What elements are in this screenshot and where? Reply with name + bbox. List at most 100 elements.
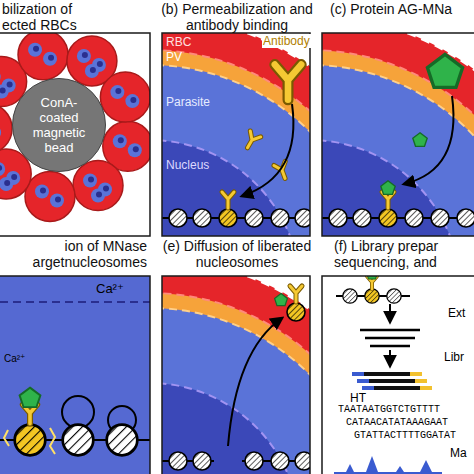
library-fragment <box>369 379 415 383</box>
cell-layers-panel-e <box>271 452 289 470</box>
library-fragment <box>415 379 427 383</box>
infected-rbc <box>0 162 5 176</box>
panel-title: (c) Protein AG-MNa <box>330 1 474 17</box>
cell-layers-panel-c <box>427 54 462 87</box>
infected-rbc <box>118 137 124 143</box>
mnase-activation-nucleus <box>15 425 46 456</box>
infected-rbc <box>130 97 136 103</box>
infected-rbc <box>0 84 9 98</box>
infected-rbc <box>100 72 150 122</box>
library-fragment <box>357 379 369 383</box>
infected-rbc <box>0 104 12 154</box>
cell-layers-panel-b <box>295 209 310 227</box>
infected-rbc <box>88 177 94 183</box>
sequence-read: GTATTACTTTTGGATAT <box>354 430 456 442</box>
sequence-read: CATAACATATAAAGAAT <box>346 417 448 429</box>
infected-rbc <box>90 67 96 73</box>
mnase-activation-nucleus <box>62 396 94 428</box>
cell-layers-panel-c <box>379 209 397 227</box>
cell-layers-panel-b <box>162 33 310 236</box>
infected-rbc <box>0 69 1 83</box>
infected-rbc <box>28 43 42 57</box>
infected-rbc <box>7 81 13 87</box>
cell-layers-panel-e <box>287 303 305 321</box>
infected-rbc <box>55 196 61 202</box>
infected-rbc <box>50 193 64 207</box>
panel-title: (e) Diffusion of liberated nucleosomes <box>162 238 312 270</box>
cell-layers-panel-b <box>219 209 237 227</box>
cell-layers-panel-e <box>245 452 263 470</box>
bead-label: ConA- coated magnetic bead <box>20 95 98 155</box>
mnase-activation-nucleus <box>107 425 138 456</box>
panel-title: bilization of ected RBCs <box>2 1 106 33</box>
infected-rbc <box>91 189 105 203</box>
infected-rbc <box>0 177 13 191</box>
library-fragment <box>410 372 422 376</box>
panel-title: (b) Permeabilization and antibody bindin… <box>152 1 322 33</box>
panel-e: (e) Diffusion of liberated nucleosomes <box>152 238 322 474</box>
part-label: Ma <box>450 446 467 460</box>
cell-layers-panel-b <box>275 65 301 100</box>
library-fragment <box>364 372 410 376</box>
infected-rbc <box>97 61 103 67</box>
infected-rbc <box>125 94 139 108</box>
part-label: Ca²⁺ <box>96 282 124 296</box>
cell-layers-panel-c <box>322 33 474 236</box>
cell-layers-panel-e <box>275 294 288 306</box>
infected-rbc <box>25 171 75 221</box>
panel-frame <box>162 33 310 236</box>
infected-rbc <box>115 88 121 94</box>
panel-frame <box>322 276 474 474</box>
mnase-activation-nucleus <box>20 388 41 408</box>
cell-layers-panel-b <box>162 33 310 236</box>
mnase-activation-nucleus <box>4 430 9 446</box>
infected-rbc <box>18 33 68 80</box>
panel-frame <box>0 33 150 236</box>
infected-rbc <box>48 55 54 61</box>
cell-layers-panel-c <box>322 33 474 236</box>
library-sequencing-panel <box>343 289 357 303</box>
infected-rbc <box>40 187 46 193</box>
sequence-read: TAATAATGGTCTGTTTT <box>338 404 440 416</box>
library-sequencing-panel <box>360 330 420 346</box>
infected-rbc <box>33 46 39 52</box>
cell-layers-panel-e <box>169 452 187 470</box>
cell-layers-panel-b <box>245 209 263 227</box>
library-fragment <box>374 386 420 390</box>
infected-rbc <box>113 134 127 148</box>
infected-rbc <box>11 174 17 180</box>
infected-rbc <box>83 174 97 188</box>
cell-layers-panel-c <box>381 181 395 195</box>
part-label: Libr <box>444 350 464 364</box>
part-label: PV <box>166 50 182 64</box>
infected-rbc <box>43 52 57 66</box>
infected-rbc-cluster <box>0 33 150 221</box>
magnetic-bead: ConA- coated magnetic bead <box>12 78 106 172</box>
library-sequencing-panel <box>322 276 474 474</box>
library-sequencing-panel <box>387 289 401 303</box>
panel-title: (f) Library prepar sequencing, and <box>334 238 472 270</box>
infected-rbc <box>96 192 102 198</box>
part-label: Nucleus <box>166 158 209 172</box>
infected-rbc <box>0 87 6 93</box>
panel-frame <box>0 276 150 474</box>
cell-layers-panel-c <box>405 209 423 227</box>
infected-rbc <box>0 33 150 221</box>
panel-frame <box>322 33 474 236</box>
infected-rbc <box>110 85 124 99</box>
part-label: HT <box>350 391 366 405</box>
part-label: Antibody <box>262 34 311 48</box>
cell-layers-panel-b <box>242 131 260 151</box>
panel-frame <box>0 33 474 474</box>
library-sequencing-panel <box>389 304 391 322</box>
panel-title: ion of MNase argetnucleosomes <box>0 238 147 270</box>
cell-layers-panel-e <box>228 318 282 446</box>
cell-layers-panel-c <box>353 209 371 227</box>
cell-layers-panel-b <box>242 104 293 196</box>
library-fragment <box>420 386 432 390</box>
infected-rbc <box>133 146 139 152</box>
library-fragment <box>352 372 364 376</box>
part-label: Ext <box>448 306 465 320</box>
